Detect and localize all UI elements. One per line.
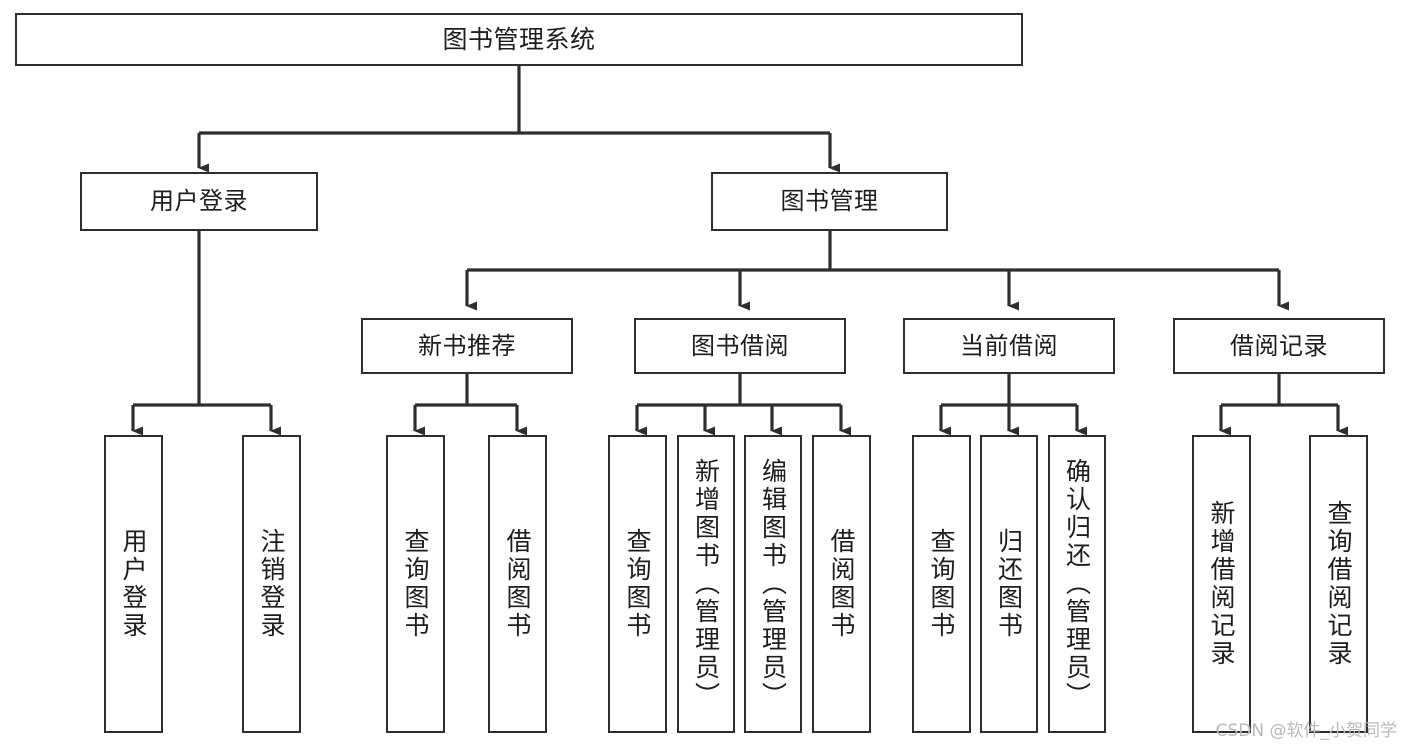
leaf-borrow-query[interactable]: 查询图书 <box>608 435 667 733</box>
node-label: 查询图书 <box>623 528 652 640</box>
node-label: 借阅图书 <box>503 528 532 640</box>
node-label: 当前借阅 <box>960 331 1058 360</box>
node-user-login[interactable]: 用户登录 <box>80 172 318 231</box>
leaf-current-confirm[interactable]: 确认归还（管理员） <box>1048 435 1106 733</box>
node-label: 图书管理系统 <box>442 24 596 54</box>
node-label: 图书管理 <box>780 187 879 216</box>
leaf-current-return[interactable]: 归还图书 <box>980 435 1038 733</box>
node-book-manage[interactable]: 图书管理 <box>711 172 948 231</box>
node-book-borrow[interactable]: 图书借阅 <box>634 318 846 374</box>
node-label: 查询图书 <box>401 528 430 640</box>
node-label: 查询图书 <box>927 528 956 640</box>
node-root[interactable]: 图书管理系统 <box>15 13 1023 66</box>
leaf-record-add[interactable]: 新增借阅记录 <box>1192 435 1251 733</box>
node-new-book-recommend[interactable]: 新书推荐 <box>361 318 573 374</box>
node-label: 借阅图书 <box>827 528 856 640</box>
node-label: 查询借阅记录 <box>1324 500 1353 668</box>
node-label: 新增借阅记录 <box>1207 500 1236 668</box>
leaf-borrow-borrow[interactable]: 借阅图书 <box>812 435 871 733</box>
node-label: 用户登录 <box>150 187 248 216</box>
leaf-current-query[interactable]: 查询图书 <box>912 435 971 733</box>
leaf-newbook-borrow[interactable]: 借阅图书 <box>488 435 547 733</box>
leaf-record-query[interactable]: 查询借阅记录 <box>1309 435 1368 733</box>
node-label: 编辑图书（管理员） <box>758 458 788 710</box>
leaf-newbook-query[interactable]: 查询图书 <box>386 435 445 733</box>
node-label: 图书借阅 <box>691 331 789 360</box>
node-label: 确认归还（管理员） <box>1062 458 1092 710</box>
leaf-borrow-add[interactable]: 新增图书（管理员） <box>677 435 735 733</box>
node-label: 注销登录 <box>257 528 286 640</box>
node-label: 借阅记录 <box>1230 331 1328 360</box>
leaf-logout[interactable]: 注销登录 <box>242 435 301 733</box>
node-label: 新增图书（管理员） <box>691 458 721 710</box>
node-current-borrow[interactable]: 当前借阅 <box>903 318 1115 374</box>
node-borrow-record[interactable]: 借阅记录 <box>1173 318 1385 374</box>
leaf-user-login[interactable]: 用户登录 <box>104 435 163 733</box>
node-label: 用户登录 <box>119 528 148 640</box>
leaf-borrow-edit[interactable]: 编辑图书（管理员） <box>744 435 802 733</box>
node-label: 归还图书 <box>994 528 1024 640</box>
node-label: 新书推荐 <box>418 331 516 360</box>
